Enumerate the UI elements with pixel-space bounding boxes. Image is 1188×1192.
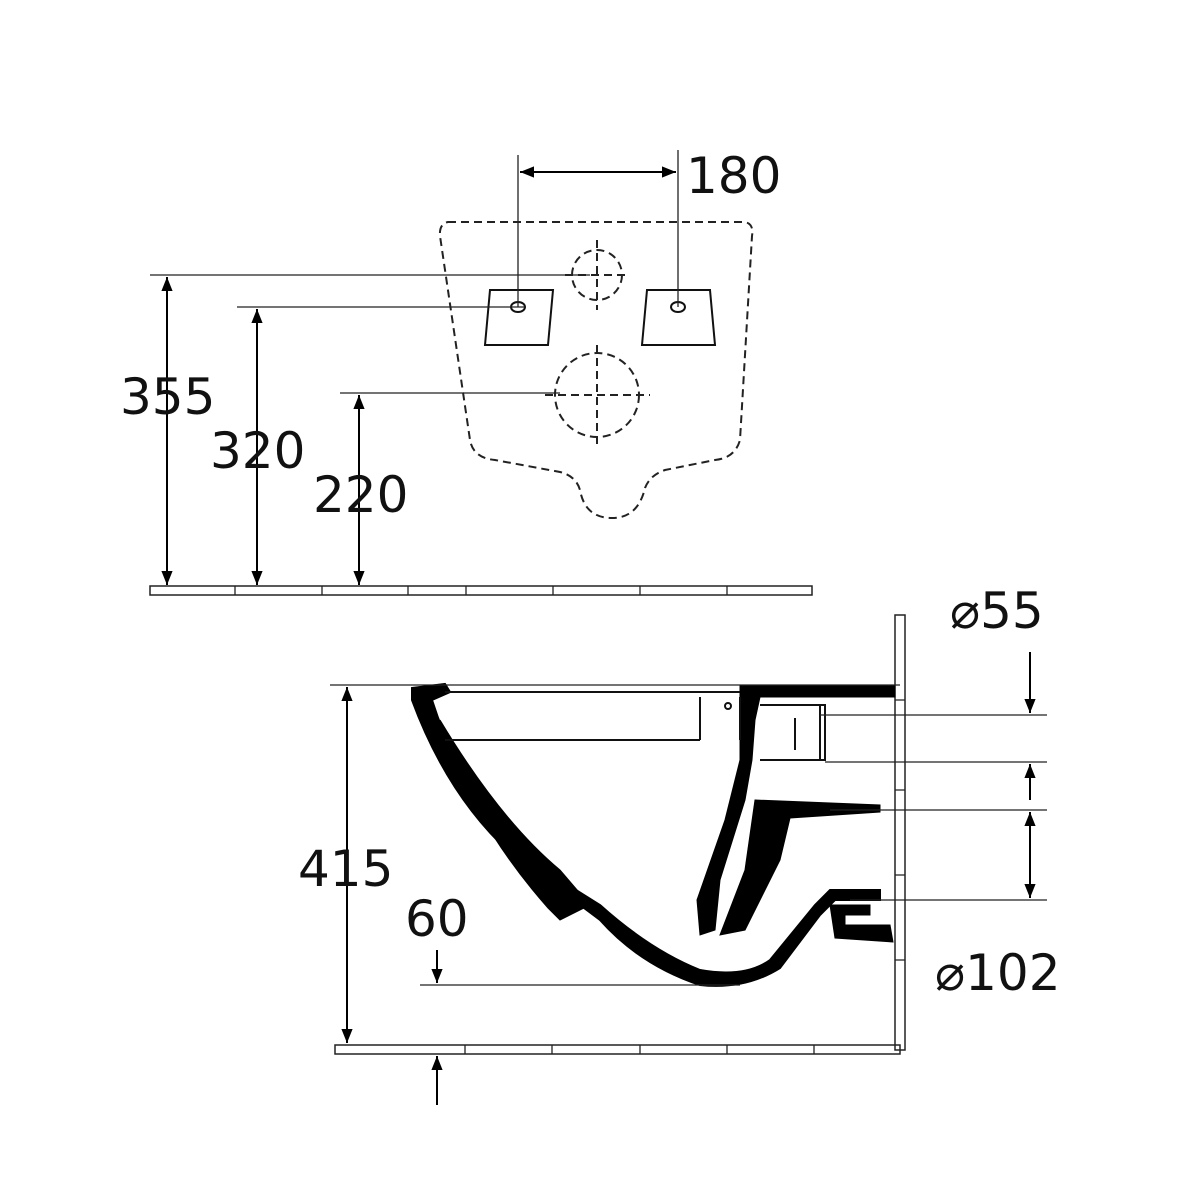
- dim-label-320: 320: [210, 422, 305, 480]
- dim-label-180: 180: [686, 147, 781, 205]
- front-view: 180 355 320 220: [120, 147, 813, 596]
- mounting-bracket-right: [640, 289, 717, 346]
- wall: [894, 614, 906, 1051]
- mounting-bracket-left: [483, 289, 555, 346]
- floor-line-bottom: [334, 1044, 901, 1055]
- dim-label-102: ⌀102: [935, 944, 1061, 1002]
- floor-line-top: [149, 585, 813, 596]
- bowl-section: [411, 682, 881, 987]
- dim-label-60: 60: [405, 890, 469, 948]
- dim-label-55: ⌀55: [950, 582, 1044, 640]
- side-view: ⌀55 415 60 ⌀102: [298, 582, 1061, 1105]
- dim-label-415: 415: [298, 840, 393, 898]
- wc-outline-dashed: [438, 221, 754, 520]
- dim-label-220: 220: [313, 466, 408, 524]
- dim-label-355: 355: [120, 368, 215, 426]
